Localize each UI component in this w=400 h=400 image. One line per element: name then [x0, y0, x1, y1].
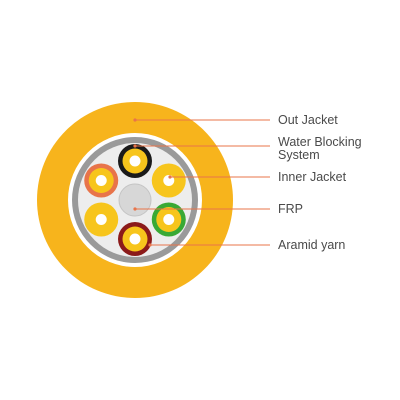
fiber-tubes: [84, 144, 186, 256]
fiber-core: [163, 214, 175, 225]
frp-core: [118, 183, 152, 217]
label-aramid-yarn: Aramid yarn: [278, 238, 345, 252]
callout-labels: Out Jacket Water Blocking System Inner J…: [278, 113, 362, 252]
fiber-tube-lower-right: [151, 202, 186, 237]
label-out-jacket: Out Jacket: [278, 113, 338, 127]
label-frp: FRP: [278, 202, 303, 216]
leader-dot-water-blocking: [133, 144, 137, 148]
fiber-core: [163, 175, 175, 186]
leader-dot-aramid-yarn: [148, 243, 152, 247]
fiber-tube-upper-left: [84, 163, 119, 198]
fiber-tube-top: [118, 144, 152, 178]
fiber-tube-upper-right: [151, 163, 186, 198]
fiber-tube-lower-left: [84, 202, 119, 237]
label-water-blocking-line2: System: [278, 148, 320, 162]
fiber-core: [129, 233, 141, 245]
leader-lines: [133, 118, 270, 247]
fiber-core: [95, 214, 107, 225]
leader-dot-inner-jacket: [168, 175, 172, 179]
fiber-core: [129, 155, 141, 167]
fiber-core: [95, 175, 107, 186]
leader-dot-out-jacket: [133, 118, 137, 122]
leader-dot-frp: [133, 207, 137, 211]
label-inner-jacket: Inner Jacket: [278, 170, 347, 184]
label-water-blocking-line1: Water Blocking: [278, 135, 362, 149]
fiber-tube-bottom: [118, 222, 152, 256]
